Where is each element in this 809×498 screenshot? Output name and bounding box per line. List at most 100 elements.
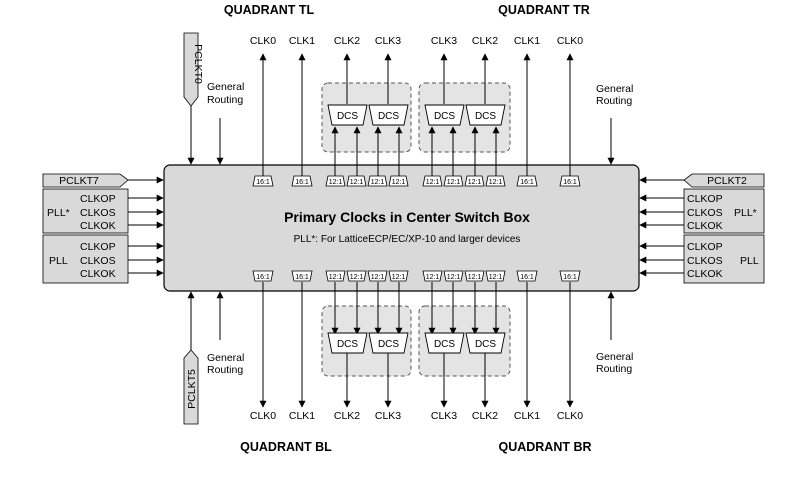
- mux-label: 12:1: [392, 274, 406, 281]
- dcs-block: [368, 104, 409, 126]
- pclkt2-tag: [683, 173, 765, 188]
- general-routing-label: General: [207, 81, 244, 93]
- pll-output-label: CLKOP: [687, 193, 723, 205]
- pclkt7-label: PCLKT7: [59, 175, 99, 187]
- pclkt0-label: PCLKT0: [192, 44, 204, 84]
- mux-label: 16:1: [256, 274, 270, 281]
- dcs-label: DCS: [337, 339, 358, 350]
- mux-label: 12:1: [392, 179, 406, 186]
- pll-output-label: CLKOS: [687, 207, 723, 219]
- general-routing-label: Routing: [207, 94, 243, 106]
- quadrant-tr-title: QUADRANT TR: [498, 3, 590, 17]
- bottom-clk-label: CLK1: [514, 410, 540, 422]
- mux-label: 16:1: [520, 179, 534, 186]
- dcs-label: DCS: [475, 111, 496, 122]
- general-routing-label: General: [596, 351, 633, 363]
- general-routing-label: Routing: [207, 364, 243, 376]
- general-routing-label: General: [207, 352, 244, 364]
- dcs-block: [368, 332, 409, 354]
- center-switch-box: [163, 164, 640, 292]
- center-note: PLL*: For LatticeECP/EC/XP-10 and larger…: [294, 234, 521, 245]
- pll-star-label-left: PLL*: [47, 207, 70, 219]
- dcs-group-bottom-left: [321, 305, 412, 377]
- mux-label: 12:1: [426, 274, 440, 281]
- quadrant-br-title: QUADRANT BR: [498, 440, 591, 454]
- pll-output-label: CLKOK: [687, 220, 723, 232]
- dcs-label: DCS: [337, 111, 358, 122]
- pll-output-label: CLKOP: [80, 193, 116, 205]
- mux-label: 16:1: [563, 179, 577, 186]
- pll-output-label: CLKOP: [80, 241, 116, 253]
- pll-box-left: [42, 234, 129, 284]
- mux-label: 16:1: [520, 274, 534, 281]
- mux-label: 12:1: [468, 179, 482, 186]
- pll-output-label: CLKOS: [80, 255, 116, 267]
- dcs-label: DCS: [475, 339, 496, 350]
- mux-label: 12:1: [350, 274, 364, 281]
- pll-output-label: CLKOS: [687, 255, 723, 267]
- pll-output-label: CLKOK: [687, 268, 723, 280]
- top-clk-label: CLK3: [375, 35, 401, 47]
- pll-star-box-left: [42, 188, 129, 234]
- dcs-block: [465, 104, 506, 126]
- top-clk-label: CLK0: [557, 35, 583, 47]
- mux-label: 16:1: [295, 179, 309, 186]
- dcs-group-bottom-right: [418, 305, 511, 377]
- mux-label: 16:1: [295, 274, 309, 281]
- dcs-block: [424, 104, 465, 126]
- center-title: Primary Clocks in Center Switch Box: [284, 209, 530, 225]
- dcs-label: DCS: [434, 339, 455, 350]
- general-routing-label: Routing: [596, 363, 632, 375]
- pll-output-label: CLKOP: [687, 241, 723, 253]
- mux-label: 12:1: [371, 179, 385, 186]
- mux-label: 16:1: [563, 274, 577, 281]
- bottom-clk-label: CLK3: [375, 410, 401, 422]
- mux-label: 12:1: [371, 274, 385, 281]
- dcs-label: DCS: [434, 111, 455, 122]
- pclkt7-tag: [42, 173, 129, 188]
- general-routing-label: General: [596, 83, 633, 95]
- top-clk-label: CLK2: [334, 35, 360, 47]
- pll-output-label: CLKOS: [80, 207, 116, 219]
- pll-star-label-right: PLL*: [734, 207, 757, 219]
- pll-star-box-right: [683, 188, 765, 234]
- mux-label: 12:1: [447, 179, 461, 186]
- pll-label-left: PLL: [49, 255, 68, 267]
- general-routing-label: Routing: [596, 95, 632, 107]
- pclkt2-label: PCLKT2: [707, 175, 747, 187]
- dcs-block: [465, 332, 506, 354]
- top-clk-label: CLK1: [514, 35, 540, 47]
- top-clk-label: CLK3: [431, 35, 457, 47]
- mux-label: 12:1: [426, 179, 440, 186]
- pclkt5-tag: [183, 349, 199, 425]
- top-clk-label: CLK1: [289, 35, 315, 47]
- top-clk-label: CLK2: [472, 35, 498, 47]
- pll-label-right: PLL: [740, 255, 759, 267]
- pll-box-right: [683, 234, 765, 284]
- dcs-label: DCS: [378, 339, 399, 350]
- dcs-block: [327, 104, 368, 126]
- bottom-clk-label: CLK2: [334, 410, 360, 422]
- mux-label: 16:1: [256, 179, 270, 186]
- bottom-clk-label: CLK3: [431, 410, 457, 422]
- dcs-block: [327, 332, 368, 354]
- dcs-block: [424, 332, 465, 354]
- mux-label: 12:1: [329, 274, 343, 281]
- quadrant-bl-title: QUADRANT BL: [240, 440, 332, 454]
- top-clk-label: CLK0: [250, 35, 276, 47]
- mux-label: 12:1: [447, 274, 461, 281]
- mux-label: 12:1: [489, 274, 503, 281]
- bottom-clk-label: CLK1: [289, 410, 315, 422]
- dcs-label: DCS: [378, 111, 399, 122]
- mux-label: 12:1: [468, 274, 482, 281]
- pll-output-label: CLKOK: [80, 268, 116, 280]
- bottom-clk-label: CLK0: [557, 410, 583, 422]
- pclkt5-label: PCLKT5: [186, 369, 198, 409]
- dcs-group-top-right: [418, 82, 511, 153]
- pll-output-label: CLKOK: [80, 220, 116, 232]
- pclkt0-tag: [183, 32, 199, 107]
- mux-label: 12:1: [489, 179, 503, 186]
- bottom-clk-label: CLK0: [250, 410, 276, 422]
- dcs-group-top-left: [321, 82, 412, 153]
